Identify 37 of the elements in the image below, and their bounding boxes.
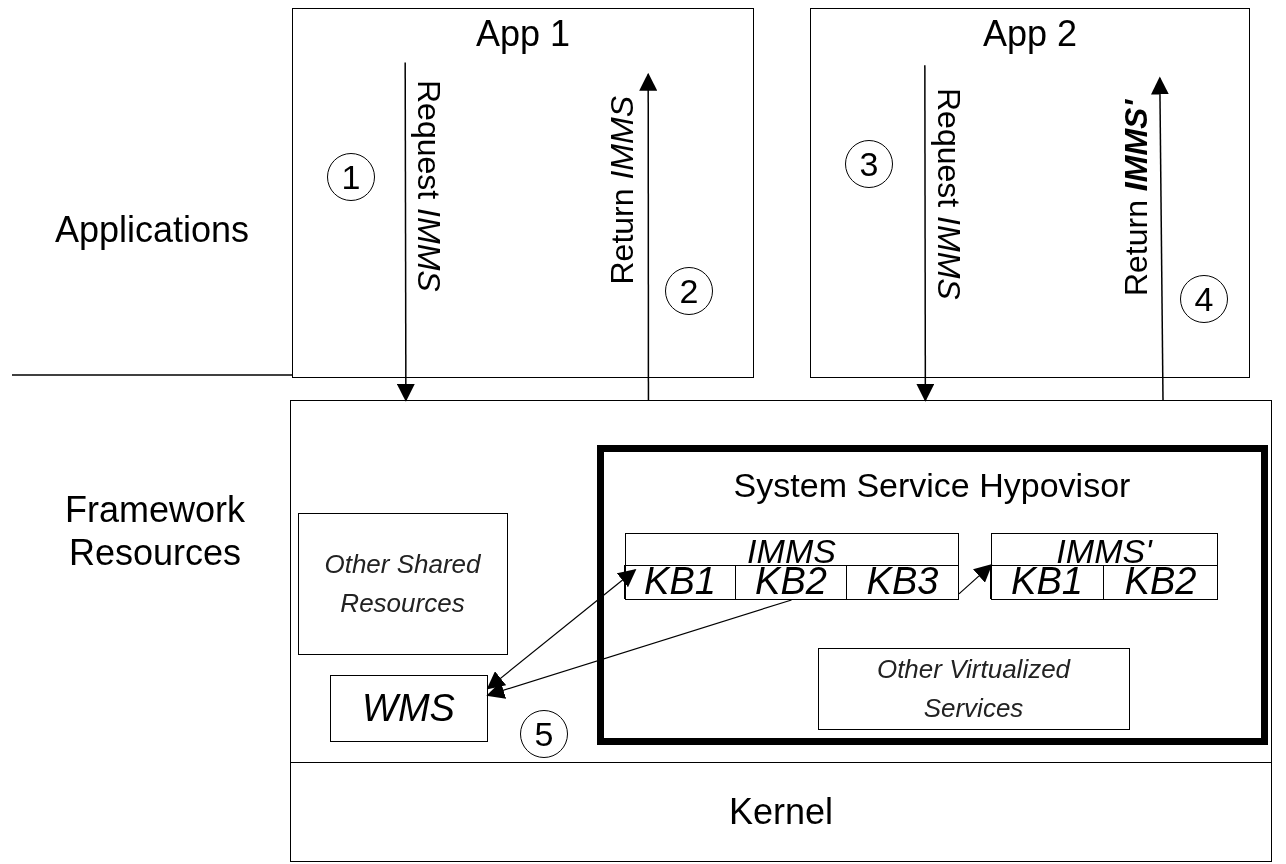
node-text: System Service Hypovisor (732, 465, 1132, 505)
arrow (486, 599, 793, 699)
arrow (396, 61, 415, 402)
layer-box (290, 400, 1272, 763)
node-text: Other Shared Resources (323, 547, 482, 620)
service-table (624, 532, 959, 600)
service-box (297, 512, 508, 655)
service-box (817, 647, 1130, 730)
arrow (916, 64, 935, 402)
edge-label: Return IMMS (604, 96, 641, 285)
node-text: App 2 (981, 13, 1079, 55)
layer-label: Framework Resources (64, 488, 246, 575)
node-text: KB3 (865, 560, 940, 603)
node-text: Other Virtualized Services (875, 652, 1072, 725)
node-text: KB1 (643, 560, 717, 603)
service-box (329, 674, 488, 742)
node-text: Kernel (727, 791, 835, 833)
layer-label: Applications (53, 208, 251, 252)
arrow (1150, 76, 1169, 401)
table-cell (1103, 565, 1217, 599)
node-text: WMS (361, 686, 456, 730)
edge-label: Return IMMS' (1118, 100, 1155, 297)
table-cell (846, 565, 958, 599)
kernel-box (290, 762, 1272, 862)
table-cell (990, 565, 1103, 599)
arrow (486, 568, 637, 690)
app-box (292, 8, 754, 378)
table-cell (624, 565, 735, 599)
app-box (810, 8, 1250, 378)
node-text: App 1 (474, 13, 572, 55)
edge-label: Request IMMS (930, 88, 967, 300)
table-cell (735, 565, 846, 599)
arrow (958, 563, 993, 595)
edge-label: Request IMMS (410, 80, 447, 292)
arrow (639, 72, 658, 401)
hypovisor-box (596, 444, 1268, 745)
service-table (990, 532, 1218, 600)
